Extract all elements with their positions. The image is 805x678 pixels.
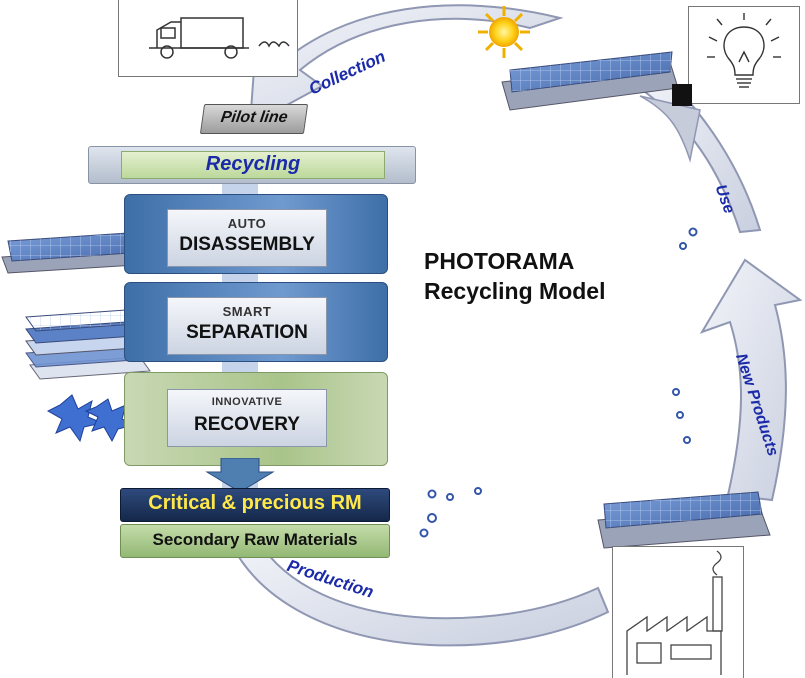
step-recovery-frame: INNOVATIVE RECOVERY (124, 372, 388, 466)
recycling-bar-inner: Recycling (121, 151, 385, 179)
solar-panel-layers (25, 308, 151, 380)
step-disassembly-label: DISASSEMBLY (179, 234, 315, 255)
step-separation-label: SEPARATION (186, 322, 308, 343)
solar-panel-bottom (597, 491, 771, 549)
factory-sketch (612, 546, 744, 678)
model-title-line1: PHOTORAMA (424, 248, 575, 274)
secondary-rm-bar: Secondary Raw Materials (120, 524, 390, 558)
step-disassembly-prefix: AUTO (227, 216, 267, 231)
model-title: PHOTORAMA Recycling Model (424, 246, 664, 306)
pilot-line-tag: Pilot line (199, 104, 309, 134)
output-arrow (205, 458, 275, 493)
step-recovery-prefix: INNOVATIVE (211, 396, 283, 408)
lightbulb-icon (707, 13, 781, 88)
critical-rm-bar: Critical & precious RM (120, 488, 390, 522)
lightbulb-sketch (688, 6, 800, 104)
step-recovery-label: RECOVERY (194, 414, 300, 435)
truck-sketch (118, 0, 298, 77)
solar-panel-top (501, 51, 679, 111)
model-title-line2: Recycling Model (424, 278, 606, 304)
sun-icon (478, 6, 530, 58)
step-recovery-card: INNOVATIVE RECOVERY (167, 389, 327, 447)
production-arrow (230, 538, 610, 647)
truck-icon (149, 17, 290, 59)
material-bubbles (419, 227, 698, 538)
secondary-rm-label: Secondary Raw Materials (152, 530, 358, 549)
factory-icon (626, 550, 723, 675)
step-disassembly-frame: AUTO DISASSEMBLY (124, 194, 388, 274)
recycling-label: Recycling (205, 153, 301, 175)
critical-rm-label: Critical & precious RM (148, 492, 362, 514)
step-separation-prefix: SMART (222, 304, 272, 319)
pilot-line-label: Pilot line (219, 109, 289, 126)
step-separation-frame: SMART SEPARATION (124, 282, 388, 362)
new-products-arrow (699, 258, 803, 502)
lamp-stand (672, 84, 692, 106)
crushed-material-icon (46, 394, 136, 443)
recycling-bar: Recycling (88, 146, 416, 184)
step-separation-card: SMART SEPARATION (167, 297, 327, 355)
step-disassembly-card: AUTO DISASSEMBLY (167, 209, 327, 267)
